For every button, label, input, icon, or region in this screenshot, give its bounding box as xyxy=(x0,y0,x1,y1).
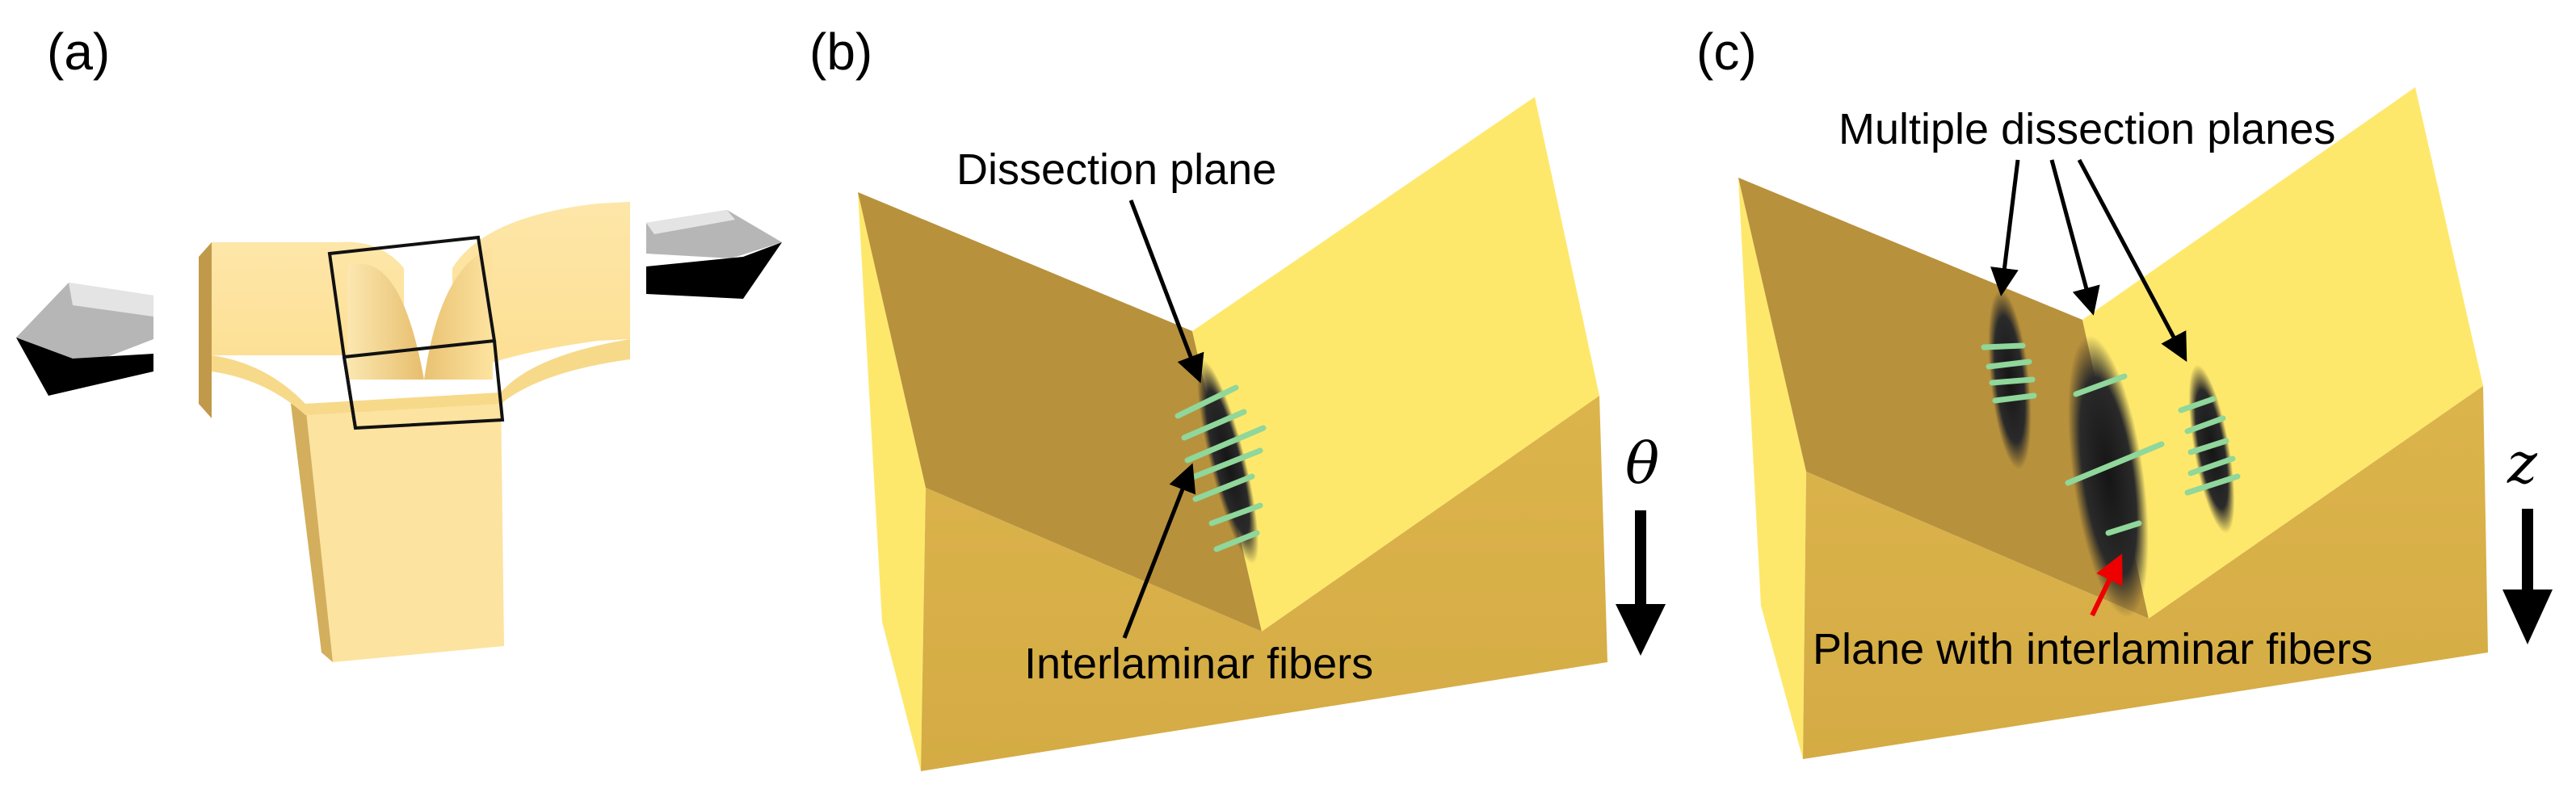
dissection-plane-pointer xyxy=(1128,199,1204,384)
plane-with-fibers-label: Plane with interlaminar fibers xyxy=(1813,625,2372,673)
groove-wedge xyxy=(347,247,493,380)
left-load-arrow xyxy=(16,283,153,396)
interlaminar-fibers-label: Interlaminar fibers xyxy=(1024,640,1373,688)
multiple-planes-pointers xyxy=(1990,158,2187,363)
stem-front xyxy=(305,392,504,662)
fibers-b xyxy=(1175,384,1267,552)
dissection-plane-c-3 xyxy=(2188,364,2235,534)
flange-left-side xyxy=(199,242,212,418)
block-b-front xyxy=(921,396,1607,771)
block-c-left-face xyxy=(1738,178,1806,759)
z-axis-symbol: z xyxy=(2507,430,2538,497)
t-junction-model xyxy=(199,202,630,662)
panel-a: (a) xyxy=(16,23,782,662)
stem-side xyxy=(291,404,333,662)
multiple-planes-label: Multiple dissection planes xyxy=(1838,105,2335,153)
dissection-plane-label: Dissection plane xyxy=(956,145,1276,194)
flange-right-front xyxy=(452,202,630,380)
panel-c-letter: (c) xyxy=(1696,23,1757,81)
block-c-inner-left xyxy=(1738,178,2149,619)
block-b-inner-right xyxy=(1192,97,1599,631)
block-c-inner-right xyxy=(2082,87,2483,619)
fibers-c-3 xyxy=(2178,396,2241,496)
theta-axis-arrow xyxy=(1616,510,1666,656)
dissection-plane-c-2 xyxy=(2068,335,2149,618)
panel-a-letter: (a) xyxy=(47,23,110,81)
z-axis-arrow xyxy=(2502,509,2553,644)
panel-c: (c) xyxy=(1696,23,2553,759)
block-c-front xyxy=(1803,386,2488,759)
inspection-box xyxy=(327,235,505,430)
stem-join xyxy=(212,339,630,415)
block-b-inner-left xyxy=(858,192,1262,631)
theta-axis-symbol: θ xyxy=(1625,430,1659,497)
fibers-c-2 xyxy=(2065,373,2165,536)
fibers-c-1 xyxy=(1981,342,2037,404)
v-block-b xyxy=(858,97,1607,771)
panel-b: (b) Dissection plane xyxy=(809,23,1666,771)
block-b-left-face xyxy=(858,192,926,771)
interlaminar-fibers-pointer xyxy=(1122,463,1196,639)
plane-with-fibers-pointer xyxy=(2090,553,2123,617)
panel-b-letter: (b) xyxy=(809,23,872,81)
right-load-arrow xyxy=(646,210,782,299)
v-block-c xyxy=(1738,87,2488,759)
